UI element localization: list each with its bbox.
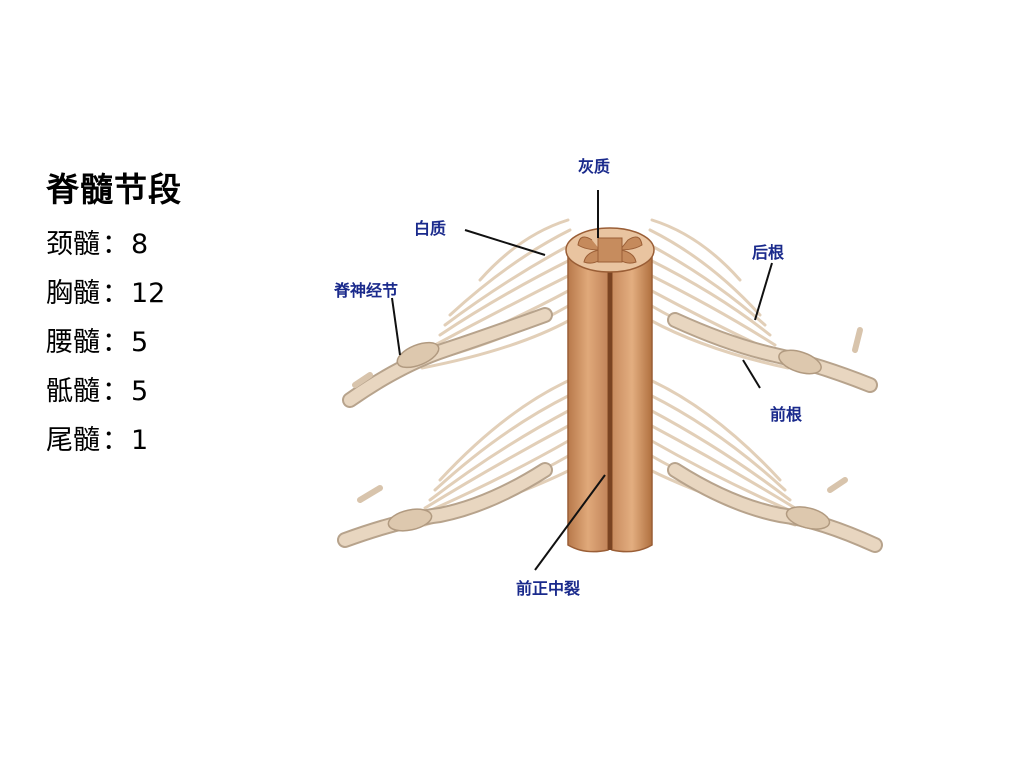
segment-count: 12 xyxy=(131,278,166,309)
segment-separator: ： xyxy=(102,278,129,309)
list-item-coccygeal: 尾髓：1 xyxy=(46,418,165,467)
segment-separator: ： xyxy=(102,425,129,456)
segment-name: 尾髓 xyxy=(46,425,100,456)
segment-separator: ： xyxy=(102,376,129,407)
list-item-sacral: 骶髓：5 xyxy=(46,369,165,418)
spinal-cord-diagram: 灰质 白质 脊神经节 后根 前根 前正中裂 xyxy=(330,150,890,610)
segment-name: 胸髓 xyxy=(46,278,100,309)
label-anterior-median-fissure: 前正中裂 xyxy=(516,579,580,598)
segment-name: 颈髓 xyxy=(46,229,100,260)
segment-count: 5 xyxy=(131,327,149,358)
spinal-nerves xyxy=(337,307,883,553)
segment-separator: ： xyxy=(102,229,129,260)
segment-count: 5 xyxy=(131,376,149,407)
list-item-lumbar: 腰髓：5 xyxy=(46,320,165,369)
label-gray-matter: 灰质 xyxy=(578,157,610,176)
segment-name: 腰髓 xyxy=(46,327,100,358)
segment-name: 骶髓 xyxy=(46,376,100,407)
label-spinal-ganglion: 脊神经节 xyxy=(333,281,398,300)
segment-separator: ： xyxy=(102,327,129,358)
segment-count: 8 xyxy=(131,229,149,260)
page-title: 脊髓节段 xyxy=(46,170,182,209)
spinal-cord-illustration: 灰质 白质 脊神经节 后根 前根 前正中裂 xyxy=(333,157,883,598)
spinal-ganglia xyxy=(387,341,831,532)
label-white-matter: 白质 xyxy=(414,219,446,238)
list-item-thoracic: 胸髓：12 xyxy=(46,271,165,320)
spinal-cord xyxy=(565,227,655,553)
segment-list: 颈髓：8 胸髓：12 腰髓：5 骶髓：5 尾髓：1 xyxy=(46,222,165,467)
segment-count: 1 xyxy=(131,425,149,456)
leader-lines xyxy=(391,190,773,571)
label-ventral-root: 前根 xyxy=(770,405,802,424)
list-item-cervical: 颈髓：8 xyxy=(46,222,165,271)
label-dorsal-root: 后根 xyxy=(752,243,784,262)
